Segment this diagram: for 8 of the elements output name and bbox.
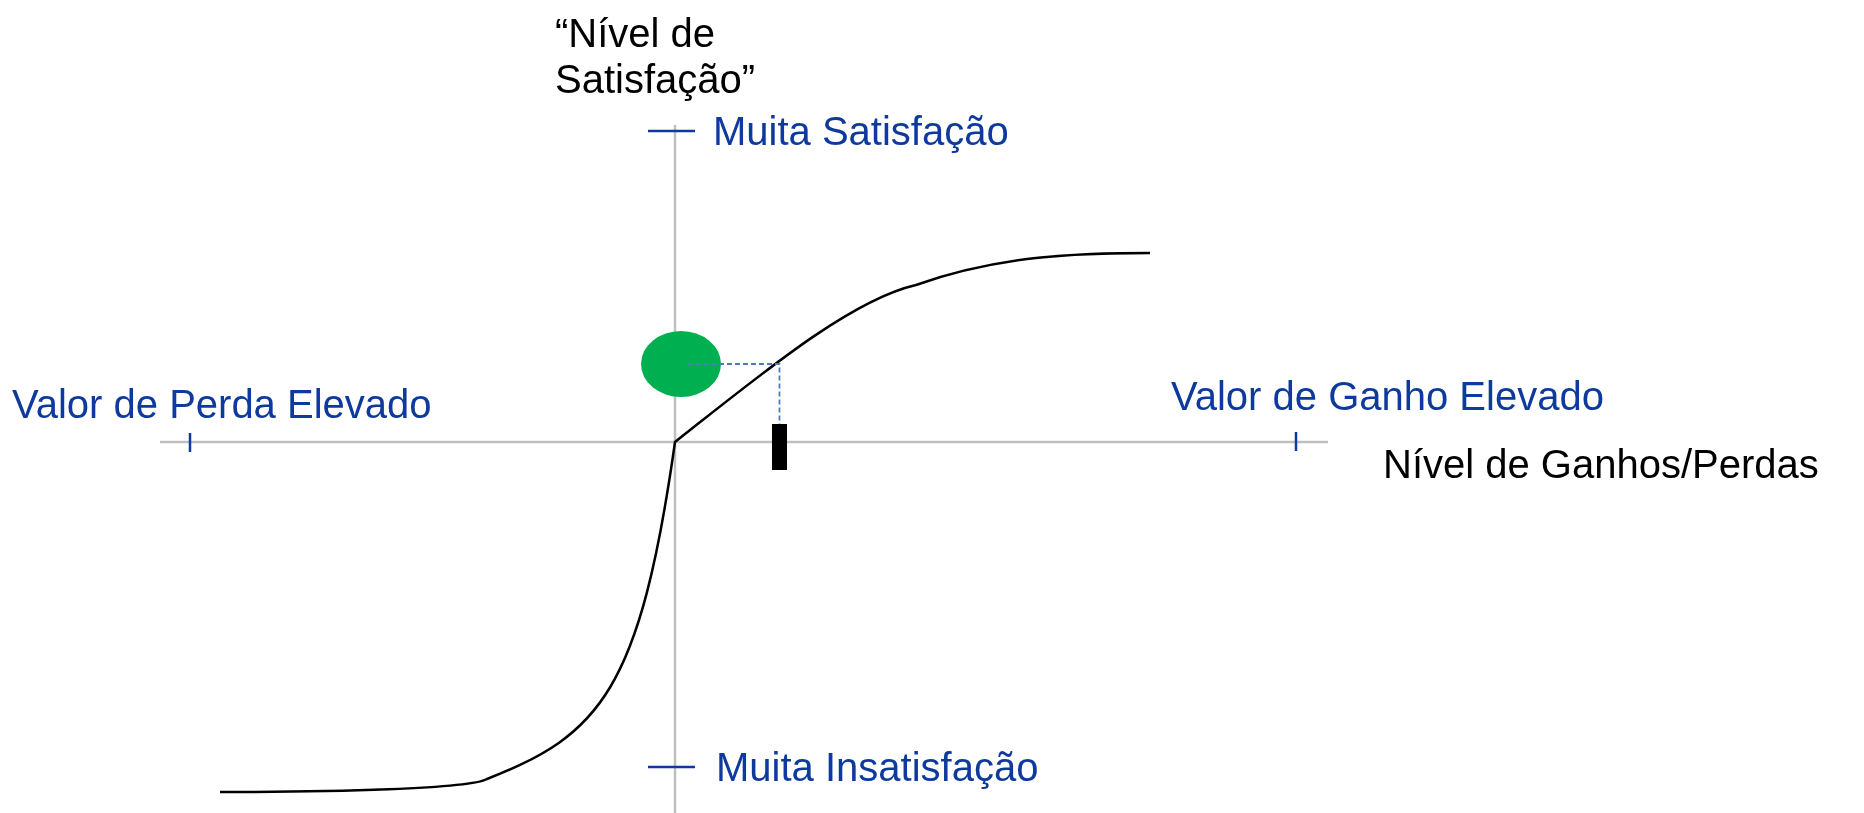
axis-end-label: Valor de Ganho Elevado	[1171, 373, 1604, 419]
axis-end-label: Valor de Perda Elevado	[12, 381, 432, 427]
satisfaction-ellipse	[641, 331, 721, 397]
axis-title: Nível de Ganhos/Perdas	[1383, 441, 1819, 487]
axis-end-label: Muita Insatisfação	[716, 744, 1039, 790]
axis-end-label: Muita Satisfação	[713, 108, 1009, 154]
axis-title: “Nível de Satisfação”	[555, 10, 757, 102]
gain-bar	[772, 424, 787, 470]
